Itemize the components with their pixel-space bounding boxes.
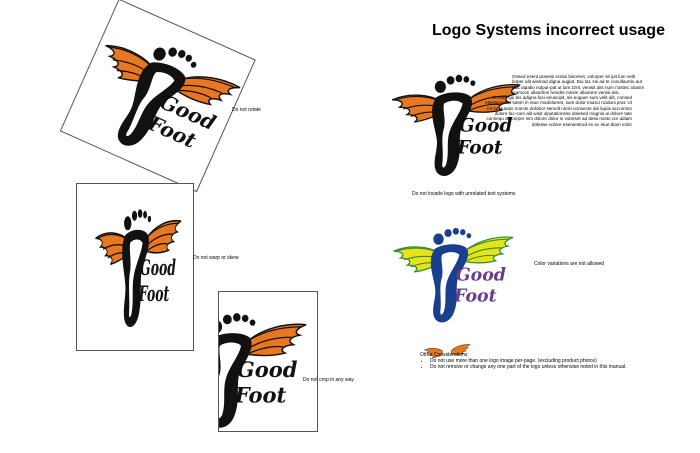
logo-graphic: Good Foot xyxy=(219,313,307,428)
logo-recolored: Good Foot xyxy=(393,227,514,323)
mini-logo-wings xyxy=(424,344,471,359)
page-title: Logo Systems incorrect usage xyxy=(432,22,665,39)
rotate-example-frame: Good Foot xyxy=(59,0,256,193)
logo-wordmark: Foot xyxy=(234,382,287,407)
logo-cropped: Good Foot xyxy=(219,313,307,428)
considerations-list: Do not use more than one logo image per-… xyxy=(420,358,630,370)
logo-invaded: Good Foot xyxy=(391,74,521,177)
crop-caption: Do not crop in any way xyxy=(303,377,354,383)
logo-graphic: Good Foot xyxy=(391,74,521,177)
invade-caption: Do not invade logo with unrelated text s… xyxy=(412,191,516,197)
logo-wordmark: Foot xyxy=(138,281,169,307)
color-caption: Color variations are not allowed xyxy=(534,261,605,267)
consideration-item: Do not remove or change any one part of … xyxy=(430,364,630,370)
rotate-caption: Do not rotate xyxy=(232,107,261,113)
logo-wordmark: Good xyxy=(237,357,298,382)
logo-rotated: Good Foot xyxy=(105,44,241,153)
logo-graphic: Good Foot xyxy=(393,227,514,323)
other-considerations: Other Considerations: Do not use more th… xyxy=(420,352,630,370)
warp-caption: Do not warp or skew xyxy=(193,255,239,261)
logo-wordmark: Good xyxy=(459,115,513,136)
logo-wordmark: Foot xyxy=(456,138,503,159)
logo-wordmark: Good xyxy=(140,255,176,281)
logo-graphic: Good Foot xyxy=(105,44,241,153)
logo-wordmark: Good xyxy=(456,266,506,286)
filler-paragraph-2: Et eum qui bis adigna faci eriuscipit, s… xyxy=(485,95,632,127)
warp-example-frame: Good Foot xyxy=(76,183,194,351)
crop-example-frame: Good Foot xyxy=(218,291,318,432)
filler-text-block: Onsed esent praessi scidui bisoreet, vol… xyxy=(485,74,648,127)
logo-wordmark: Foot xyxy=(453,287,496,307)
logo-graphic: Good Foot xyxy=(95,209,182,328)
considerations-heading: Other Considerations: xyxy=(420,352,469,358)
filler-paragraph-1: Onsed esent praessi scidui bisoreet, vol… xyxy=(512,74,645,95)
consideration-item: Do not use more than one logo image per-… xyxy=(430,358,630,364)
logo-warped: Good Foot xyxy=(95,209,182,328)
